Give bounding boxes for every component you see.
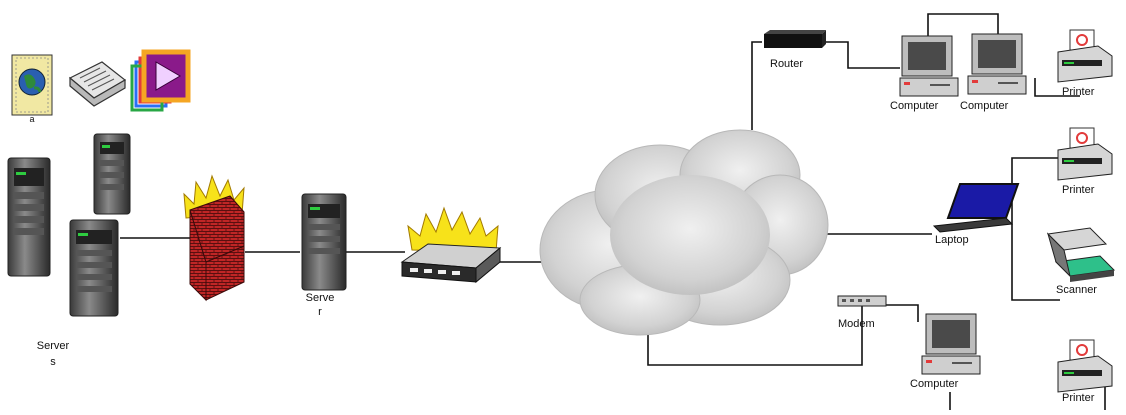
laptop-icon: [934, 184, 1018, 232]
media-player-icon: [132, 52, 188, 110]
computer-label: Computer: [890, 100, 938, 113]
computer-label: Computer: [960, 100, 1008, 113]
link-laptop-printer: [1012, 158, 1065, 190]
internet-cloud-icon: [540, 130, 828, 335]
scanner-label: Scanner: [1056, 284, 1097, 297]
modem-icon: [838, 296, 886, 306]
link-cloud-router: [752, 42, 762, 130]
newspaper-icon: [70, 62, 125, 106]
firewall-router-icon: [402, 208, 500, 282]
document-globe-icon: [12, 55, 52, 115]
printer-icon: [1058, 30, 1112, 82]
server-tower-icon: [8, 158, 50, 276]
printer-label: Printer: [1062, 392, 1094, 405]
printer-label: Printer: [1062, 86, 1094, 99]
document-icon-caption: a: [22, 114, 42, 124]
router-icon: [764, 30, 826, 48]
printer-icon: [1058, 340, 1112, 392]
laptop-label: Laptop: [935, 234, 969, 247]
server-tower-icon: [70, 220, 118, 316]
server-label-line2: r: [298, 306, 342, 319]
scanner-icon: [1048, 228, 1114, 282]
modem-label: Modem: [838, 318, 875, 331]
computer-icon: [900, 36, 958, 96]
printer-icon: [1058, 128, 1112, 180]
servers-label-line2: s: [28, 356, 78, 369]
router-label: Router: [770, 58, 803, 71]
computer-icon: [968, 34, 1026, 94]
server-tower-icon: [94, 134, 130, 214]
computer-label: Computer: [910, 378, 958, 391]
server-tower-icon: [302, 194, 346, 290]
servers-label-line1: Server: [28, 340, 78, 353]
link-router-computer: [822, 42, 900, 68]
firewall-icon: [184, 176, 244, 300]
link-modem-computer: [880, 305, 918, 322]
computer-icon: [922, 314, 980, 374]
printer-label: Printer: [1062, 184, 1094, 197]
server-label-line1: Serve: [298, 292, 342, 305]
